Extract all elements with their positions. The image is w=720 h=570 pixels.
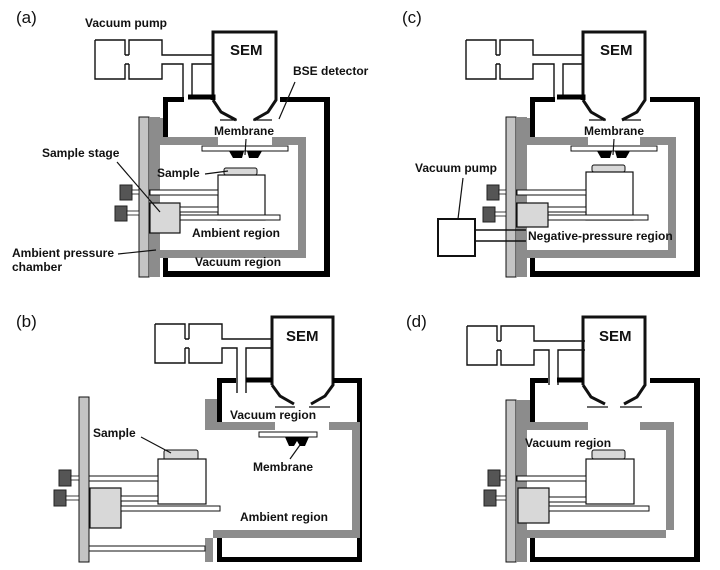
label-vacuum-pump-c: Vacuum pump (415, 161, 497, 175)
vacuum-pump-a (94, 39, 213, 99)
knob-icon (58, 469, 72, 487)
panel-label-b: (b) (16, 312, 37, 331)
membrane-b (285, 437, 309, 446)
sem-column-b: SEM (270, 315, 335, 406)
sample-stage-a (149, 202, 181, 234)
knob-icon (487, 469, 501, 487)
vacuum-pump-c-top (465, 39, 584, 99)
label-vacuum-region-d: Vacuum region (525, 436, 611, 450)
knob-icon (114, 205, 128, 222)
label-ambient-region-a: Ambient region (192, 226, 280, 240)
label-ambient-chamber-a: Ambient pressure (12, 246, 114, 260)
stage-plate-b (78, 396, 90, 563)
knob-icon (482, 206, 496, 223)
membrane-c (597, 151, 630, 158)
panel-d: (d) SEM Vacuum region (406, 312, 700, 563)
label-membrane-a: Membrane (214, 124, 274, 138)
label-sample-stage-a: Sample stage (42, 146, 120, 160)
stage-plate-a (138, 116, 150, 278)
sem-label-d: SEM (599, 328, 632, 345)
panel-label-d: (d) (406, 312, 427, 331)
knob-icon (486, 184, 500, 201)
label-sample-b: Sample (93, 426, 136, 440)
label-ambient-chamber-a-2: chamber (12, 260, 62, 274)
label-sample-a: Sample (157, 166, 200, 180)
sem-column-d: SEM (581, 315, 647, 406)
knob-icon (119, 184, 133, 201)
label-vacuum-region-b: Vacuum region (230, 408, 316, 422)
label-ambient-region-b: Ambient region (240, 510, 328, 524)
knob-icon (53, 489, 67, 507)
panel-b: (b) SEM Vacuum (16, 312, 362, 563)
vacuum-pump-c-side (437, 218, 476, 257)
sample-a (223, 167, 258, 176)
vacuum-pump-d (466, 325, 585, 385)
panel-a: (a) SEM (12, 8, 369, 278)
label-membrane-c: Membrane (584, 124, 644, 138)
stage-plate-c (505, 116, 517, 278)
panel-label-a: (a) (16, 8, 37, 27)
label-vacuum-region-a: Vacuum region (195, 255, 281, 269)
vacuum-pump-b (154, 323, 273, 393)
panel-label-c: (c) (402, 8, 422, 27)
stage-plate-d (505, 399, 517, 563)
knob-icon (483, 489, 497, 507)
sem-column-a: SEM (211, 30, 278, 122)
label-membrane-b: Membrane (253, 460, 313, 474)
sample-d (591, 449, 626, 460)
label-vacuum-pump-a: Vacuum pump (85, 16, 167, 30)
sem-label-c: SEM (600, 42, 633, 59)
sample-stage-block-a (217, 174, 266, 221)
sem-label-b: SEM (286, 328, 319, 345)
sem-label-a: SEM (230, 42, 263, 59)
membrane-a (229, 151, 262, 158)
panel-c: (c) SEM (402, 8, 700, 278)
label-negative-pressure-region-c: Negative-pressure region (528, 229, 673, 243)
label-bse-detector-a: BSE detector (293, 64, 369, 78)
sem-column-c: SEM (581, 30, 647, 122)
sample-c (591, 164, 626, 173)
ambient-chamber-b (205, 399, 360, 562)
